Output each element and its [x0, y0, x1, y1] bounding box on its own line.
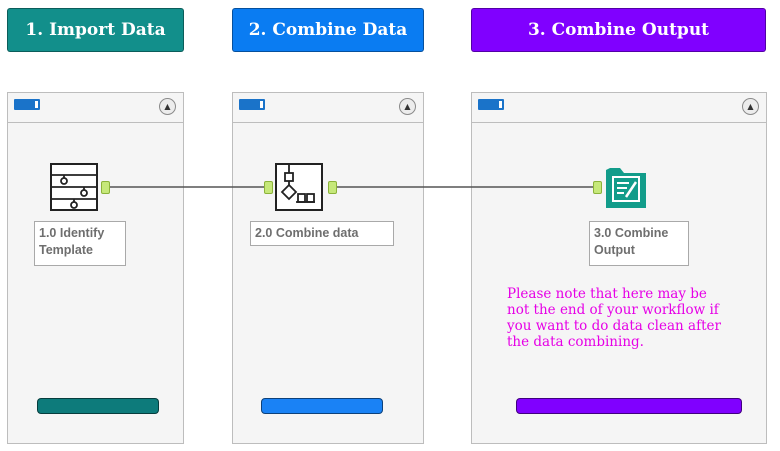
stage-header-label: 1. Import Data	[25, 20, 166, 40]
chevron-up-icon: ▲	[747, 101, 754, 111]
tool-label-line: Template	[39, 243, 93, 257]
container-icon	[239, 99, 265, 110]
collapse-container-button[interactable]: ▲	[742, 98, 759, 115]
input-anchor[interactable]	[593, 181, 602, 194]
tool-container-1[interactable]: ▲	[7, 92, 184, 444]
tool-label-line: 2.0 Combine data	[255, 226, 359, 240]
output-anchor[interactable]	[101, 181, 110, 194]
tool-label-line: 3.0 Combine	[594, 226, 669, 240]
tool-combine-data[interactable]	[275, 163, 323, 211]
tool-label-line: Output	[594, 243, 635, 257]
container-titlebar[interactable]: ▲	[472, 93, 766, 123]
container-icon	[478, 99, 504, 110]
note-line: you want to do data clean after	[507, 318, 721, 334]
chevron-up-icon: ▲	[164, 101, 171, 111]
output-form-icon	[606, 168, 646, 208]
container-icon	[14, 99, 40, 110]
collapse-container-button[interactable]: ▲	[159, 98, 176, 115]
workflow-comment-note[interactable]: Please note that here may be not the end…	[507, 286, 737, 350]
tool-label-combine-output: 3.0 Combine Output	[589, 221, 689, 266]
note-line: Please note that here may be	[507, 286, 707, 302]
input-anchor[interactable]	[264, 181, 273, 194]
collapse-container-button[interactable]: ▲	[399, 98, 416, 115]
output-anchor[interactable]	[328, 181, 337, 194]
container-titlebar[interactable]: ▲	[233, 93, 423, 123]
tool-identify-template[interactable]	[50, 163, 98, 211]
stage-header-combine-data: 2. Combine Data	[232, 8, 424, 52]
tool-label-line: 1.0 Identify	[39, 226, 105, 240]
stage-header-label: 3. Combine Output	[527, 20, 710, 40]
note-line: not the end of your workflow if	[507, 302, 719, 318]
combine-data-icon	[275, 163, 323, 211]
tool-combine-output[interactable]	[602, 163, 650, 211]
tool-container-2[interactable]: ▲	[232, 92, 424, 444]
tool-label-identify-template: 1.0 Identify Template	[34, 221, 126, 266]
container-footer-bar	[37, 398, 159, 414]
container-footer-bar	[516, 398, 742, 414]
tool-container-3[interactable]: ▲	[471, 92, 767, 444]
stage-header-import-data: 1. Import Data	[7, 8, 184, 52]
container-footer-bar	[261, 398, 383, 414]
stage-header-combine-output: 3. Combine Output	[471, 8, 766, 52]
tool-label-combine-data: 2.0 Combine data	[250, 221, 394, 246]
filter-template-icon	[50, 163, 98, 211]
chevron-up-icon: ▲	[404, 101, 411, 111]
stage-header-label: 2. Combine Data	[248, 20, 408, 40]
container-titlebar[interactable]: ▲	[8, 93, 183, 123]
note-line: the data combining.	[507, 334, 644, 350]
